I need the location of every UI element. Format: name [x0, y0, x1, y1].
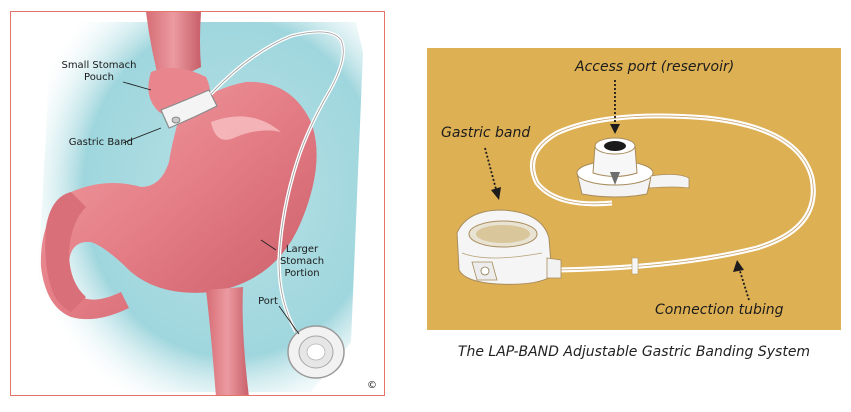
tubing-connector [631, 257, 639, 275]
band-leader [122, 127, 162, 144]
label-connection-tubing: Connection tubing [655, 302, 784, 318]
copyright-mark: © [367, 380, 377, 391]
gastric-band-device [456, 209, 562, 285]
tubing-loop [530, 113, 816, 273]
label-gastric-band: Gastric Band [68, 137, 133, 148]
label-port: Port [258, 296, 278, 307]
duodenum [45, 192, 86, 312]
lap-band-system-panel: Access port (reservoir) Gastric band Con… [427, 48, 841, 330]
band-clip [171, 116, 181, 124]
pouch-leader [122, 81, 152, 91]
label-small-stomach-pouch: Small Stomach Pouch [61, 60, 137, 83]
tubing-arrow [733, 260, 750, 301]
port-leader [278, 305, 300, 335]
stomach-illustration-panel: Small Stomach Pouch Gastric Band Larger … [10, 11, 385, 396]
figure-caption: The LAP-BAND Adjustable Gastric Banding … [457, 344, 811, 360]
lower-tube [206, 287, 249, 395]
stomach-body [40, 81, 317, 320]
stomach-highlight [211, 116, 281, 140]
esophagus [146, 12, 201, 87]
access-port-arrow [610, 80, 620, 134]
label-gastric-band-right: Gastric band [441, 125, 531, 141]
label-larger-stomach-portion: Larger Stomach Portion [279, 244, 325, 279]
port-device [287, 325, 345, 379]
stomach-illustration [36, 12, 363, 395]
gastric-band-arrow [484, 147, 501, 200]
label-access-port: Access port (reservoir) [575, 59, 735, 75]
access-port-device [576, 137, 690, 198]
larger-leader [260, 239, 277, 251]
lap-band-illustration [456, 80, 816, 301]
